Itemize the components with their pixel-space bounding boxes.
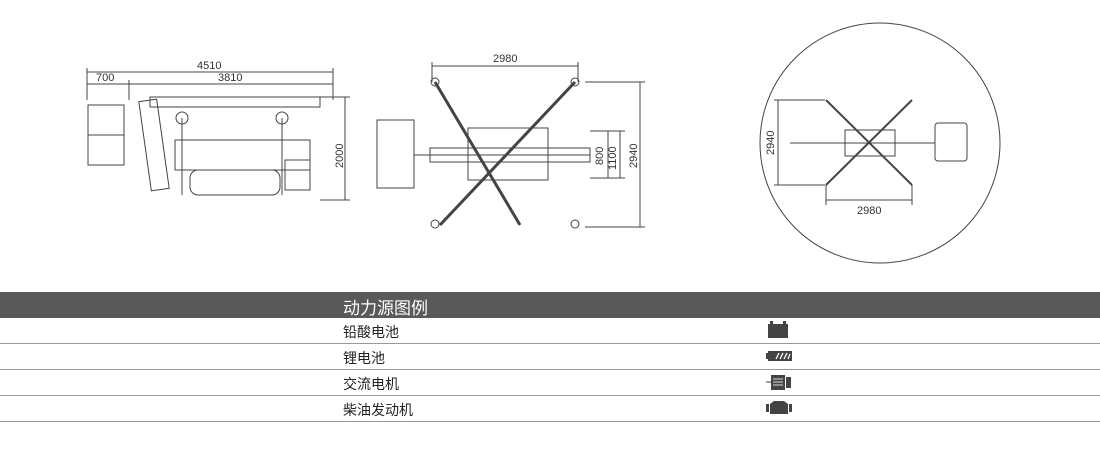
diesel-engine-icon: [766, 401, 792, 414]
dim-1100: 1100: [607, 146, 619, 170]
ac-motor-icon: [766, 375, 791, 390]
dim-footprint-height: 2940: [765, 131, 777, 155]
legend-row-ac-motor: 交流电机: [0, 370, 1100, 396]
dim-height: 2000: [334, 144, 346, 168]
dim-base-length: 3810: [218, 72, 242, 84]
legend-row-lead-acid: 铅酸电池: [0, 318, 1100, 344]
lead-acid-battery-icon: [768, 321, 788, 338]
top-view-drawing: 2980 800 1100 2940: [376, 53, 645, 229]
lithium-battery-icon: [766, 351, 792, 361]
footprint-view-drawing: 2940 2980: [759, 22, 1001, 264]
dim-outrigger-length: 2940: [628, 144, 640, 168]
legend-row-diesel: 柴油发动机: [0, 396, 1100, 422]
dim-800: 800: [594, 147, 606, 165]
technical-drawings: 4510 700 3810 2000 2980 800 1100 2940 29…: [86, 22, 1001, 264]
dim-footprint-width: 2980: [857, 205, 881, 217]
legend-header: 动力源图例: [0, 292, 1100, 319]
dim-outrigger-width: 2980: [493, 53, 517, 65]
legend-label: 锂电池: [343, 351, 385, 367]
legend-label: 交流电机: [343, 377, 399, 393]
legend-row-lithium: 锂电池: [0, 344, 1100, 370]
legend-label: 柴油发动机: [343, 403, 413, 419]
legend-label: 铅酸电池: [343, 325, 399, 341]
legend-title: 动力源图例: [343, 299, 428, 319]
side-view-drawing: 4510 700 3810 2000: [86, 60, 350, 201]
dim-basket-length: 700: [96, 72, 114, 84]
dim-total-length: 4510: [197, 60, 221, 72]
